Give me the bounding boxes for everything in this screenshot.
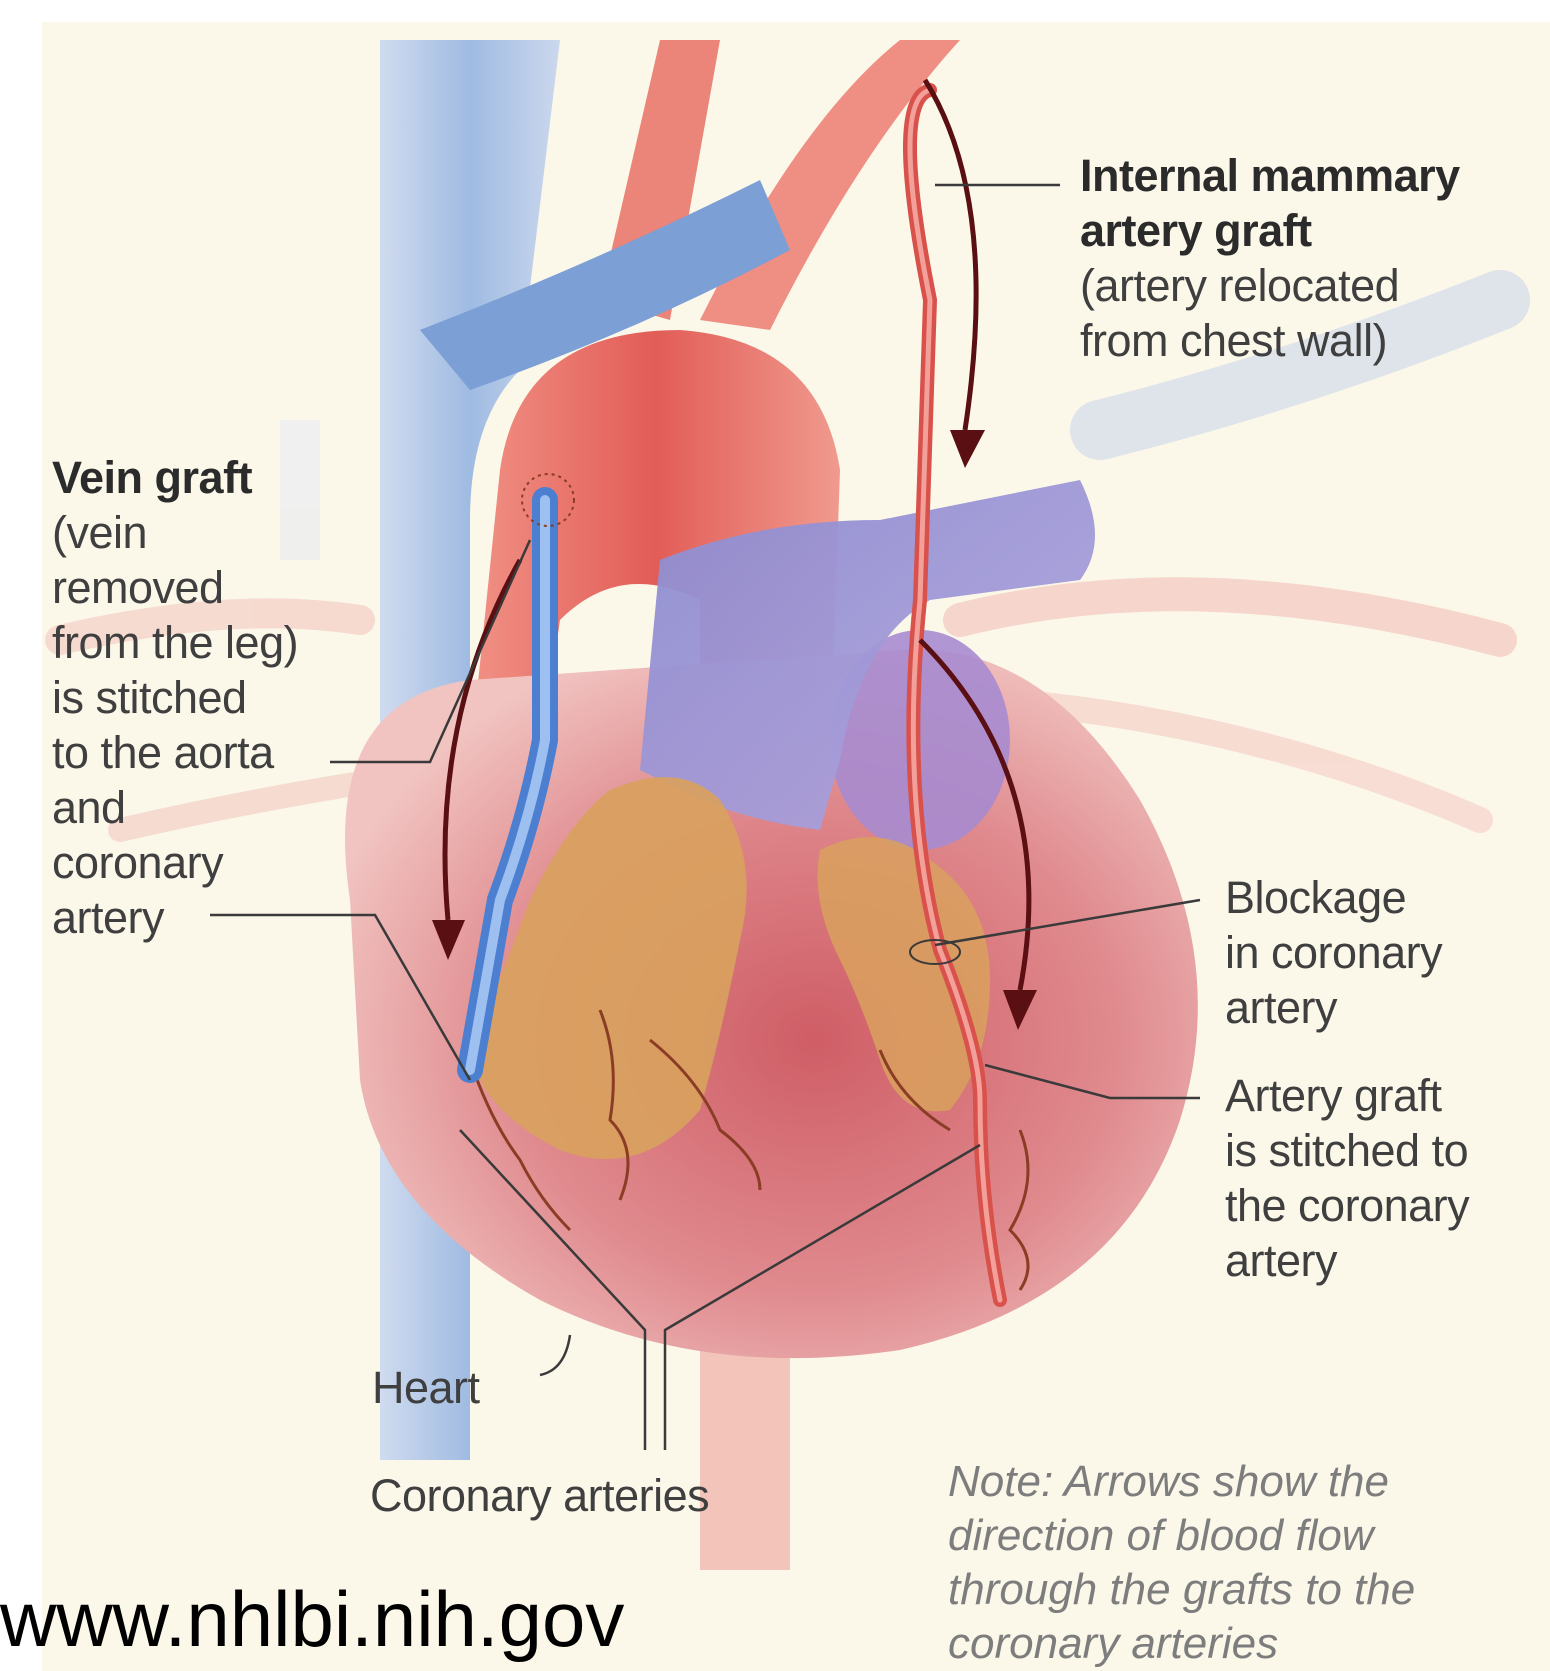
label-vein-graft-desc: (vein removed from the leg) is stitched … <box>52 505 298 945</box>
label-internal-mammary-desc: (artery relocated from chest wall) <box>1080 258 1399 368</box>
label-coronary-arteries: Coronary arteries <box>370 1468 709 1523</box>
label-artery-graft: Artery graft is stitched to the coronary… <box>1225 1068 1469 1288</box>
label-blockage: Blockage in coronary artery <box>1225 870 1442 1035</box>
note-blood-flow: Note: Arrows show the direction of blood… <box>948 1455 1415 1671</box>
label-vein-graft-title: Vein graft <box>52 450 252 505</box>
label-heart: Heart <box>372 1360 480 1415</box>
source-url: www.nhlbi.nih.gov <box>0 1571 624 1667</box>
label-internal-mammary-title: Internal mammary artery graft <box>1080 148 1460 258</box>
